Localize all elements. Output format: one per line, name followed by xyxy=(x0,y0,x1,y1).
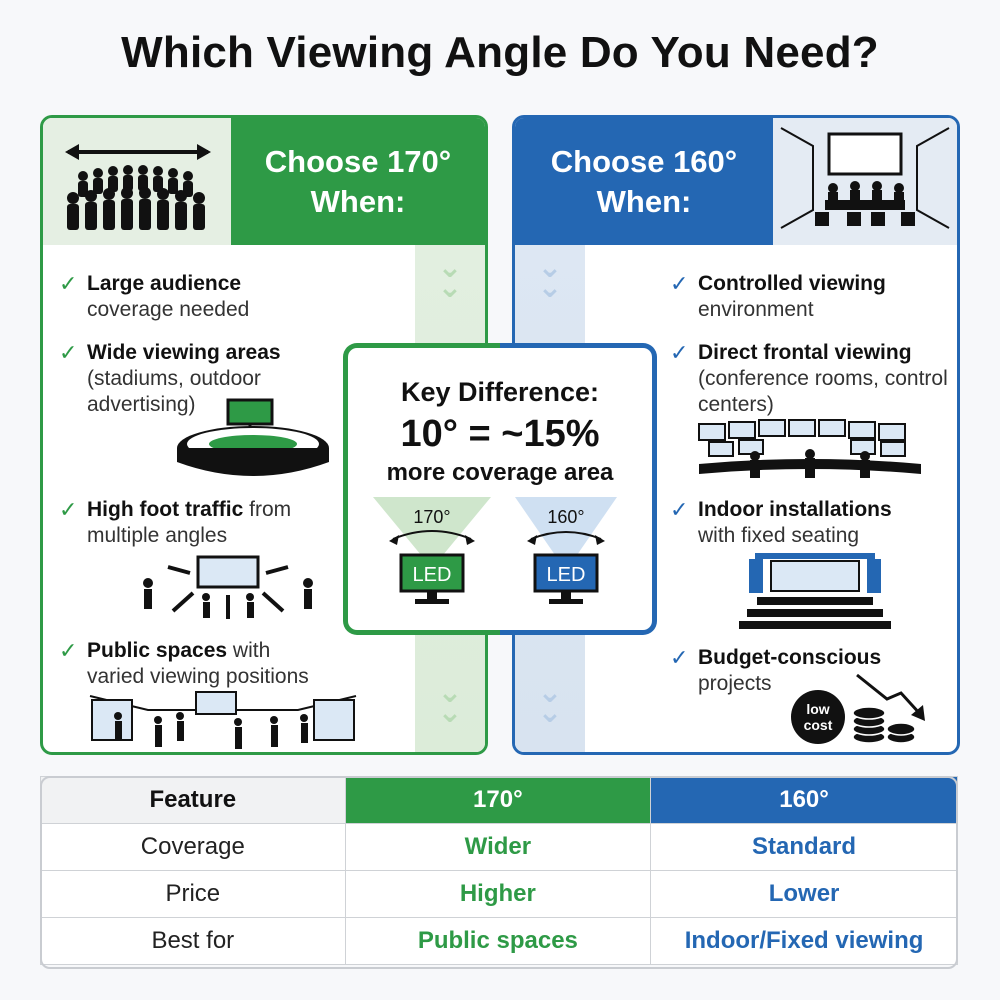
table-cell: Price xyxy=(40,870,346,918)
low-cost-badge: low cost xyxy=(791,690,845,744)
heading-170: Choose 170° When: xyxy=(264,144,452,219)
check-icon: ✓ xyxy=(670,497,689,522)
crowd-icon xyxy=(65,144,211,230)
table-cell: Best for xyxy=(40,917,346,965)
check-icon: ✓ xyxy=(59,340,78,365)
chevron-down-icon: ⌄⌄ xyxy=(537,251,563,304)
check-icon: ✓ xyxy=(670,340,689,365)
check-icon: ✓ xyxy=(59,638,78,663)
key-difference-title: Key Difference: xyxy=(400,377,600,407)
table-header-row: Feature 170° 160° xyxy=(40,776,958,824)
key-difference-value: 10° = ~15% xyxy=(400,413,600,455)
control-center-icon xyxy=(698,419,921,478)
table-cell: Higher xyxy=(344,870,652,918)
theater-seating-icon xyxy=(739,553,891,629)
chevron-down-icon: ⌄⌄ xyxy=(537,676,563,729)
angle-label-160: 160° xyxy=(547,507,584,527)
heading-band-170 xyxy=(231,118,485,245)
key-difference-subtitle: more coverage area xyxy=(386,459,614,486)
led-screen-icon: 160° LED xyxy=(515,497,617,604)
table-row: Price Higher Lower xyxy=(40,870,958,918)
double-arrow-icon xyxy=(65,144,79,160)
table-cell: Standard xyxy=(650,823,958,871)
table-cell: Public spaces xyxy=(344,917,652,965)
led-label: LED xyxy=(413,564,452,586)
chevron-down-icon: ⌄⌄ xyxy=(437,676,463,729)
key-difference-box: Key Difference: 10° = ~15% more coverage… xyxy=(343,343,657,635)
led-label: LED xyxy=(547,564,586,586)
check-icon: ✓ xyxy=(59,271,78,296)
list-item: ✓ Direct frontal viewing(conference room… xyxy=(670,340,948,416)
presentation-room-image xyxy=(773,118,957,245)
list-item: ✓ Wide viewing areas(stadiums, outdoor a… xyxy=(59,340,281,416)
public-space-icon xyxy=(89,691,357,749)
comparison-table: Feature 170° 160° Coverage Wider Standar… xyxy=(40,776,958,965)
presentation-room-icon xyxy=(780,127,950,229)
check-icon: ✓ xyxy=(670,645,689,670)
chevron-down-icon: ⌄⌄ xyxy=(437,251,463,304)
heading-band-160 xyxy=(515,118,773,245)
check-icon: ✓ xyxy=(670,271,689,296)
stadium-icon xyxy=(177,398,329,476)
table-cell: Lower xyxy=(650,870,958,918)
coins-icon xyxy=(852,673,925,744)
check-icon: ✓ xyxy=(59,497,78,522)
table-cell: Coverage xyxy=(40,823,346,871)
led-screen-icon: 170° LED xyxy=(373,497,491,604)
table-cell: Wider xyxy=(344,823,652,871)
page-title: Which Viewing Angle Do You Need? xyxy=(121,28,879,77)
header-170: 170° xyxy=(344,776,652,824)
crowd-image xyxy=(43,118,231,245)
table-cell: Indoor/Fixed viewing xyxy=(650,917,958,965)
header-feature: Feature xyxy=(40,776,346,824)
table-row: Coverage Wider Standard xyxy=(40,823,958,871)
heading-160: Choose 160° When: xyxy=(550,144,738,219)
converging-arrows-icon xyxy=(143,555,313,619)
table-row: Best for Public spaces Indoor/Fixed view… xyxy=(40,917,958,965)
header-160: 160° xyxy=(650,776,958,824)
angle-label-170: 170° xyxy=(413,507,450,527)
